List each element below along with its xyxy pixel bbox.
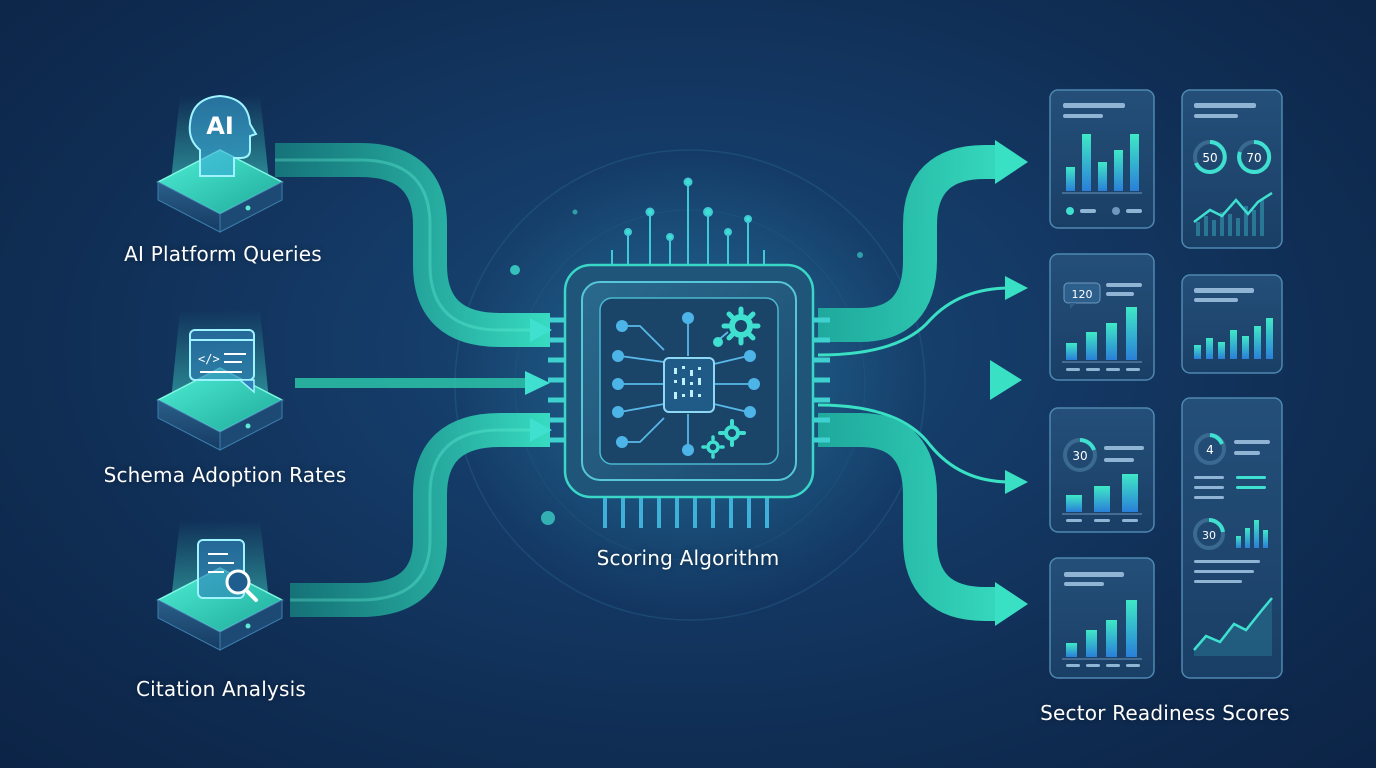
output-label: Sector Readiness Scores xyxy=(1040,701,1290,725)
gauge-value: 30 xyxy=(1072,449,1087,463)
flow-arrow-citation xyxy=(290,413,550,617)
ai-icon-text: AI xyxy=(206,112,234,140)
flow-arrow-out-4 xyxy=(817,403,1011,484)
gear-icon xyxy=(721,306,761,346)
source-platform-queries: AI xyxy=(156,94,284,233)
code-window-icon: </> xyxy=(189,329,255,394)
score-card-3: 120 xyxy=(1049,253,1155,381)
processor-label: Scoring Algorithm xyxy=(596,546,780,570)
gear-icon-small-1 xyxy=(718,419,746,447)
svg-text:</>: </> xyxy=(198,352,220,366)
output-cards: 50 70 120 xyxy=(1049,89,1283,679)
bar-chart xyxy=(1066,474,1138,512)
bar-chart xyxy=(1066,600,1137,657)
score-card-1 xyxy=(1049,89,1155,229)
score-card-5: 30 xyxy=(1049,407,1155,533)
gauge-30: 30 xyxy=(1063,438,1097,472)
gear-icon-small-2 xyxy=(701,435,725,459)
score-card-2: 50 70 xyxy=(1181,89,1283,249)
score-card-4 xyxy=(1181,274,1283,374)
line-chart xyxy=(1193,597,1273,656)
output-flows xyxy=(817,140,1028,626)
binary-data-icon xyxy=(674,366,701,399)
source-platform-schema: </> xyxy=(156,310,284,451)
flow-arrow-out-5 xyxy=(818,413,1000,621)
line-chart xyxy=(1193,191,1273,236)
bar-chart xyxy=(1066,134,1139,191)
bar-chart xyxy=(1236,520,1268,548)
gauge-30-b: 30 xyxy=(1193,517,1225,550)
gauge-value: 50 xyxy=(1202,151,1217,165)
bar-chart xyxy=(1066,307,1137,360)
source-label-queries: AI Platform Queries xyxy=(124,242,322,266)
source-label-schema: Schema Adoption Rates xyxy=(103,463,347,487)
score-card-6: 4 30 xyxy=(1181,397,1283,679)
processor-chip-icon xyxy=(548,177,830,528)
score-badge: 120 xyxy=(1072,288,1093,301)
flow-arrow-out-2 xyxy=(817,286,1011,357)
ai-head-icon: AI xyxy=(188,94,258,177)
flow-arrow-queries xyxy=(275,143,550,347)
gauge-value: 30 xyxy=(1202,529,1216,542)
bar-chart xyxy=(1194,318,1273,359)
document-search-icon xyxy=(197,539,258,602)
gauge-70: 70 xyxy=(1237,139,1272,174)
gauge-4: 4 xyxy=(1194,433,1226,465)
gauge-value: 70 xyxy=(1246,151,1261,165)
score-card-7 xyxy=(1049,557,1155,679)
flow-arrow-out-1 xyxy=(818,145,1000,342)
gauge-value: 4 xyxy=(1206,443,1214,457)
source-platforms: AI </> xyxy=(156,94,284,651)
source-platform-citation xyxy=(156,520,284,651)
source-label-citation: Citation Analysis xyxy=(135,677,307,701)
gauge-50: 50 xyxy=(1193,140,1227,174)
input-flows xyxy=(275,143,552,617)
